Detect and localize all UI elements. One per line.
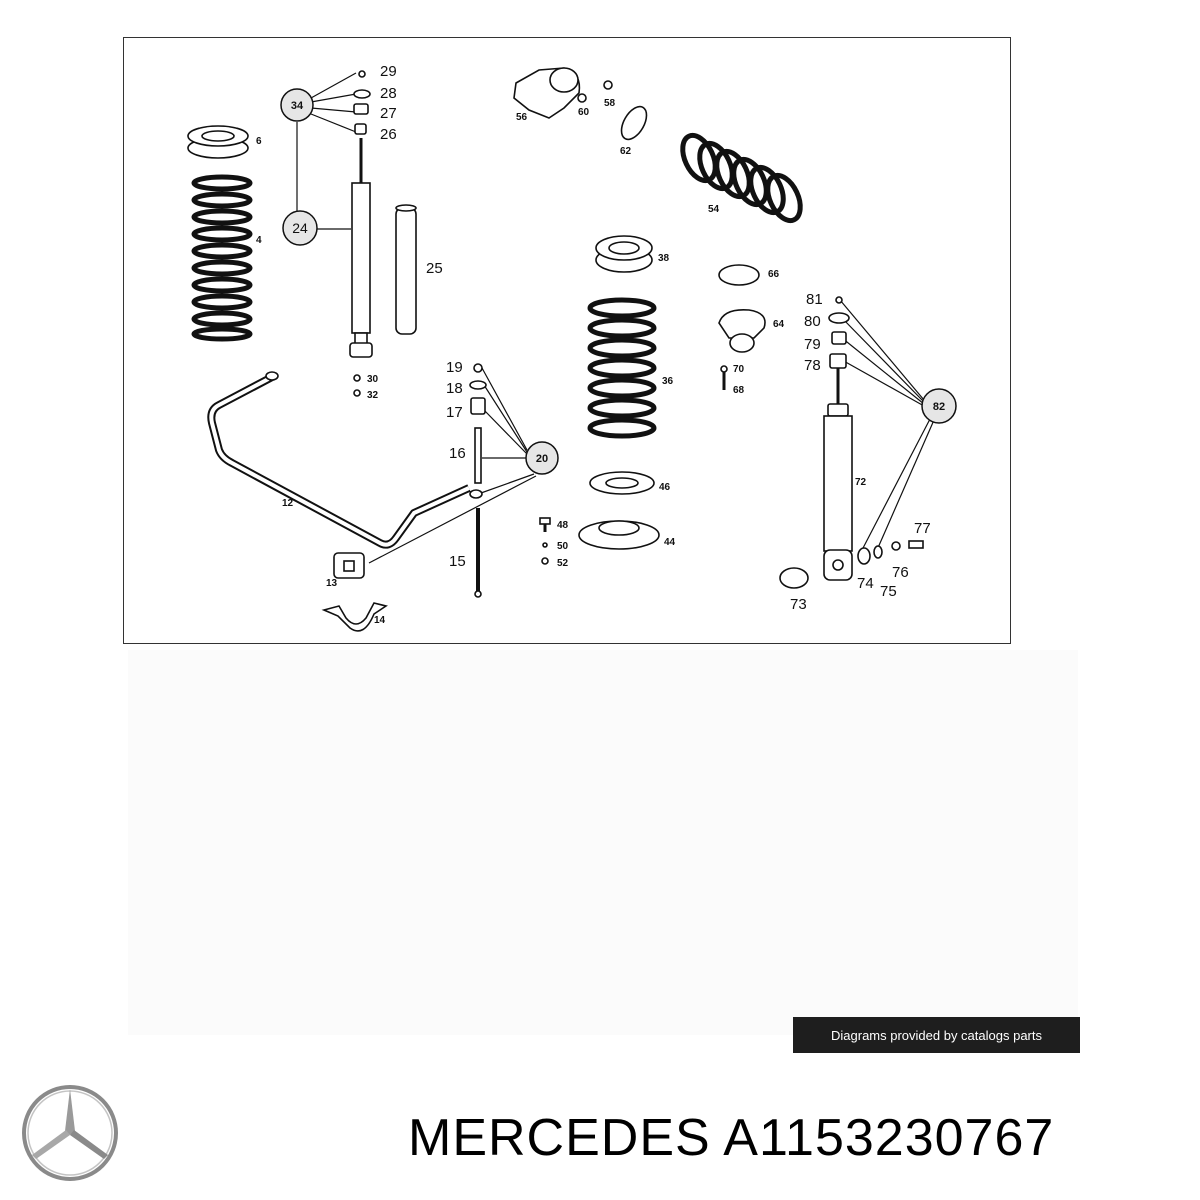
label-46: 46 bbox=[659, 482, 671, 493]
label-15: 15 bbox=[449, 553, 466, 570]
label-62: 62 bbox=[620, 146, 632, 157]
label-68: 68 bbox=[733, 385, 745, 396]
leader-lines bbox=[296, 72, 935, 564]
upper-bracket bbox=[513, 67, 648, 141]
label-72: 72 bbox=[855, 477, 867, 488]
bump-stop-cover bbox=[395, 204, 417, 335]
label-6: 6 bbox=[256, 136, 262, 147]
parts-diagram: 34 24 20 82 29 28 27 26 6 4 25 30 32 12 … bbox=[123, 37, 1011, 644]
left-shock-hardware bbox=[353, 70, 371, 135]
callout-20-text: 20 bbox=[536, 453, 548, 465]
callout-82-text: 82 bbox=[933, 401, 945, 413]
label-44: 44 bbox=[664, 537, 676, 548]
label-60: 60 bbox=[578, 107, 590, 118]
callout-24: 24 bbox=[282, 210, 318, 246]
shock-mount-top bbox=[718, 264, 766, 390]
label-64: 64 bbox=[773, 319, 785, 330]
label-54: 54 bbox=[708, 204, 720, 215]
callout-34: 34 bbox=[280, 88, 314, 122]
middle-coil-spring bbox=[587, 297, 657, 439]
label-30: 30 bbox=[367, 374, 379, 385]
stabilizer-clamp bbox=[321, 602, 388, 632]
label-12: 12 bbox=[282, 498, 294, 509]
callout-82: 82 bbox=[921, 388, 957, 424]
part-labels: 29 28 27 26 6 4 25 30 32 12 13 14 19 18 … bbox=[256, 63, 931, 626]
label-76: 76 bbox=[892, 564, 909, 581]
label-77: 77 bbox=[914, 520, 931, 537]
right-upper-coil-spring bbox=[680, 132, 803, 224]
label-18: 18 bbox=[446, 380, 463, 397]
label-14: 14 bbox=[374, 615, 386, 626]
label-4: 4 bbox=[256, 235, 262, 246]
brand-title: MERCEDES A1153230767 bbox=[408, 1109, 1055, 1167]
left-spring-seat bbox=[187, 125, 249, 159]
label-48: 48 bbox=[557, 520, 569, 531]
left-coil-spring bbox=[191, 174, 253, 342]
credit-badge: Diagrams provided by catalogs parts bbox=[793, 1017, 1080, 1053]
stabilizer-bushing bbox=[333, 552, 365, 579]
label-66: 66 bbox=[768, 269, 780, 280]
diagram-drawing: 34 24 20 82 29 28 27 26 6 4 25 30 32 12 … bbox=[187, 63, 957, 632]
label-16: 16 bbox=[449, 445, 466, 462]
stabilizer-bar bbox=[207, 371, 483, 549]
label-79: 79 bbox=[804, 336, 821, 353]
spring-plate bbox=[539, 517, 660, 565]
left-shock-absorber bbox=[349, 138, 373, 397]
label-38: 38 bbox=[658, 253, 670, 264]
label-80: 80 bbox=[804, 313, 821, 330]
spring-pad-lower bbox=[589, 471, 655, 495]
label-28: 28 bbox=[380, 85, 397, 102]
label-75: 75 bbox=[880, 583, 897, 600]
right-shock-hardware bbox=[828, 296, 850, 369]
label-26: 26 bbox=[380, 126, 397, 143]
label-81: 81 bbox=[806, 291, 823, 308]
label-17: 17 bbox=[446, 404, 463, 421]
label-56: 56 bbox=[516, 112, 528, 123]
label-27: 27 bbox=[380, 105, 397, 122]
watermark-area bbox=[128, 650, 1078, 1035]
label-32: 32 bbox=[367, 390, 379, 401]
label-19: 19 bbox=[446, 359, 463, 376]
right-shock-absorber bbox=[779, 368, 924, 589]
callout-20: 20 bbox=[525, 441, 559, 475]
label-50: 50 bbox=[557, 541, 569, 552]
label-74: 74 bbox=[857, 575, 874, 592]
label-29: 29 bbox=[380, 63, 397, 80]
mercedes-star-icon bbox=[22, 1085, 118, 1181]
callout-34-text: 34 bbox=[291, 100, 304, 112]
label-73: 73 bbox=[790, 596, 807, 613]
label-58: 58 bbox=[604, 98, 616, 109]
callout-24-text: 24 bbox=[292, 220, 308, 236]
link-hardware bbox=[469, 363, 487, 598]
label-78: 78 bbox=[804, 357, 821, 374]
label-52: 52 bbox=[557, 558, 569, 569]
label-13: 13 bbox=[326, 578, 338, 589]
label-70: 70 bbox=[733, 364, 745, 375]
label-36: 36 bbox=[662, 376, 674, 387]
label-25: 25 bbox=[426, 260, 443, 277]
spring-pad-upper bbox=[595, 235, 653, 273]
